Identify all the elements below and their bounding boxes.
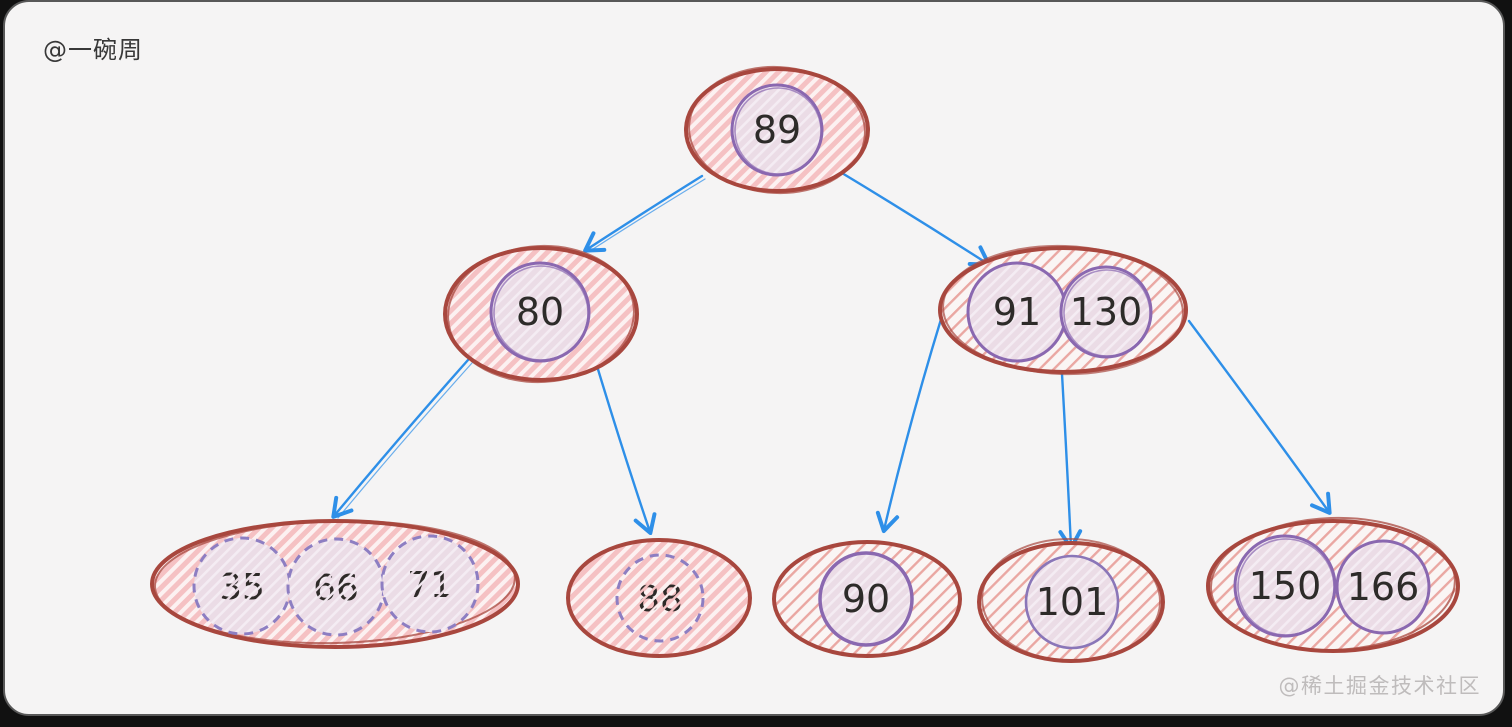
node-outline-sketch (447, 244, 635, 384)
key-circle-sketch (493, 265, 589, 361)
edge-arrow-91-130-leaf101 (1058, 372, 1083, 551)
edge-arrow-80-leaf1-sketch (337, 362, 473, 519)
tree-node-80: 80 (443, 244, 639, 384)
tree-node-88: 88 (566, 538, 752, 658)
key-label: 91 (993, 290, 1041, 334)
key-label: 80 (516, 290, 564, 334)
watermark-author: @一碗周 (43, 36, 143, 64)
key-label: 166 (1347, 565, 1420, 609)
node-outline-sketch (688, 65, 866, 195)
edge-arrow-root-80 (583, 174, 704, 253)
node-outline (566, 538, 752, 658)
edge-arrow-91-130-leaf150-166 (1187, 319, 1332, 515)
key-circle (818, 551, 914, 647)
tree-node-101: 101 (977, 537, 1165, 663)
node-outline-sketch (1209, 516, 1456, 652)
key-label: 71 (407, 565, 453, 606)
key-label: 101 (1036, 580, 1109, 624)
edge-arrow-80-leaf1 (331, 358, 470, 519)
key-label: 89 (753, 108, 801, 152)
key-circle (1059, 265, 1153, 359)
key-circle-dashed (615, 553, 705, 643)
btree-diagram: 89 80 91 130 35 66 (150, 65, 1460, 663)
key-circle-sketch (734, 87, 822, 175)
key-circle (730, 83, 824, 177)
key-label: 150 (1249, 564, 1322, 608)
edge-arrow-root-91-130 (835, 168, 991, 267)
tree-node-150-166: 150 166 (1206, 516, 1460, 653)
key-label: 35 (219, 567, 265, 608)
tree-node-root: 89 (684, 65, 870, 195)
watermark-community: @稀土掘金技术社区 (1278, 674, 1481, 698)
tree-node-91-130: 91 130 (938, 244, 1188, 376)
tree-node-90: 90 (772, 540, 962, 658)
key-circle-sketch (1063, 269, 1151, 357)
whiteboard-canvas: @一碗周 (3, 0, 1505, 716)
key-circle (1233, 534, 1337, 638)
node-outline-sketch (981, 537, 1162, 663)
key-circle-sketch (1237, 538, 1335, 636)
edge-arrow-80-leaf88 (595, 364, 657, 536)
key-circle (489, 261, 591, 363)
node-outline-sketch (942, 244, 1184, 376)
key-circle (1024, 554, 1120, 650)
edge-arrow-91-130-leaf90 (875, 314, 944, 534)
key-circle-dashed (380, 534, 480, 634)
key-circle (1335, 539, 1431, 635)
key-label: 130 (1070, 290, 1143, 334)
key-label: 90 (842, 577, 890, 621)
edge-arrow-root-80-sketch (589, 178, 706, 252)
tree-node-35-66-71: 35 66 71 (150, 519, 520, 649)
node-outline-sketch (154, 519, 516, 645)
key-label: 88 (637, 579, 683, 620)
key-label: 66 (313, 568, 359, 609)
